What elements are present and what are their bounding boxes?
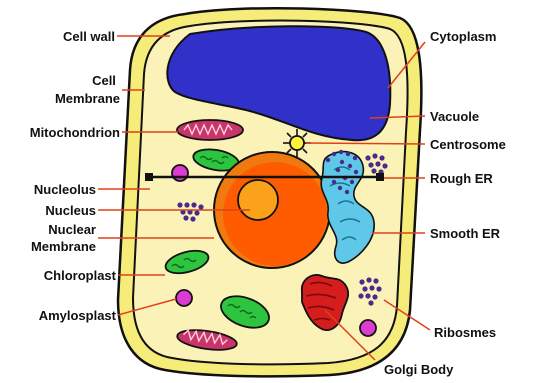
label-nucleus: Nucleus <box>45 203 96 218</box>
mitochondrion-top <box>177 120 243 140</box>
amyloplast-top <box>172 165 188 181</box>
label-nucleolus: Nucleolus <box>34 182 96 197</box>
nucleolus <box>238 180 278 220</box>
label-centrosome: Centrosome <box>430 137 506 152</box>
label-amylosplast: Amylosplast <box>39 308 117 323</box>
label-nuclear-membrane-line1: Nuclear <box>48 222 96 237</box>
label-ribosmes: Ribosmes <box>434 325 496 340</box>
label-mitochondrion: Mitochondrion <box>30 125 120 140</box>
label-smooth-er: Smooth ER <box>430 226 501 241</box>
amyloplast-bottom-right <box>360 320 376 336</box>
label-rough-er: Rough ER <box>430 171 493 186</box>
label-cell-wall: Cell wall <box>63 29 115 44</box>
amyloplast-left <box>176 290 192 306</box>
label-cytoplasm: Cytoplasm <box>430 29 496 44</box>
label-cell-membrane-line2: Membrane <box>55 91 120 106</box>
label-chloroplast: Chloroplast <box>44 268 117 283</box>
label-cell-membrane-line1: Cell <box>92 73 116 88</box>
label-vacuole: Vacuole <box>430 109 479 124</box>
label-nuclear-membrane-line2: Membrane <box>31 239 96 254</box>
label-golgi-body: Golgi Body <box>384 362 454 377</box>
